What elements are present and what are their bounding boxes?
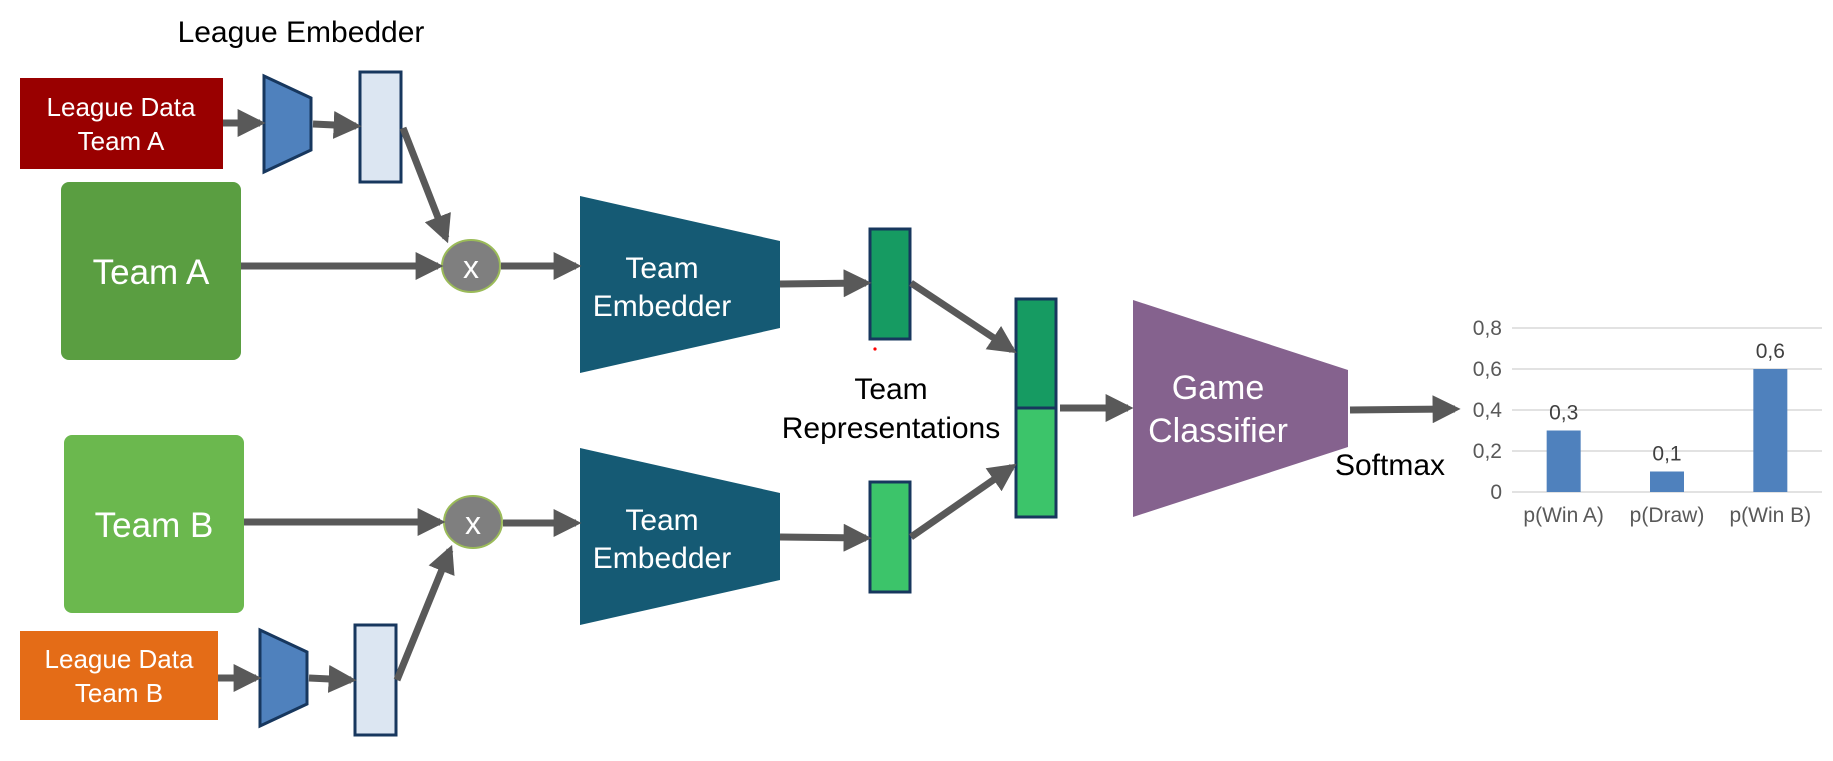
concatenated-representation	[1014, 297, 1058, 519]
arrows	[218, 109, 1461, 693]
league-embedding-vector-b	[353, 623, 398, 737]
chart-y-tick-label: 0,6	[1473, 358, 1502, 381]
league-data-team-a-box: League Data Team A	[20, 78, 223, 169]
game-classifier-trapezoid	[1133, 300, 1348, 517]
team-a-label: Team A	[93, 253, 210, 292]
league-data-team-a-line2: Team A	[78, 126, 165, 156]
team-embedder-a-trapezoid	[580, 196, 780, 373]
team-representations-line1: Team	[854, 373, 927, 406]
arrow-league-embedder-a-to-vector	[312, 110, 362, 139]
arrow-repr-a-to-concat	[909, 280, 1017, 354]
league-data-team-b-line2: Team B	[75, 678, 163, 708]
league-data-team-b-box: League Data Team B	[20, 631, 218, 720]
league-data-team-b-line1: League Data	[45, 644, 194, 674]
arrow-league-embedder-b-to-vector	[308, 664, 357, 693]
league-data-team-b-rect	[20, 631, 218, 720]
chart-bar	[1650, 471, 1684, 492]
team-embedder-a: Team Embedder	[580, 196, 780, 373]
red-dot-mark	[873, 347, 877, 351]
league-embedder-title: League Embedder	[178, 16, 425, 49]
league-embedding-vector-a	[358, 70, 403, 184]
arrow-embedder-b-to-repr	[779, 523, 872, 552]
team-b-label: Team B	[95, 506, 214, 545]
multiply-node-a: x	[441, 239, 501, 293]
multiply-a-symbol: x	[463, 249, 479, 285]
concat-bottom-half	[1014, 406, 1058, 519]
team-embedder-b-trapezoid	[580, 448, 780, 625]
team-b-rect	[64, 435, 244, 613]
team-representation-b	[868, 480, 912, 594]
chart-bar	[1753, 369, 1788, 492]
team-embedder-b: Team Embedder	[580, 448, 780, 625]
chart-y-tick-label: 0,8	[1473, 317, 1502, 340]
multiply-b-symbol: x	[465, 505, 481, 541]
arrow-embedder-a-to-repr	[779, 269, 872, 298]
chart-data-label: 0,1	[1652, 443, 1681, 466]
chart-y-tick-label: 0,4	[1473, 399, 1503, 422]
multiply-node-b: x	[443, 495, 503, 549]
game-classifier: Game Classifier	[1133, 300, 1348, 517]
league-embedder-b-trapezoid	[258, 627, 309, 729]
chart-y-tick-label: 0	[1490, 481, 1502, 504]
team-embedder-a-line2: Embedder	[593, 290, 731, 323]
arrow-vector-a-to-multiply	[399, 126, 451, 244]
arrow-vector-b-to-multiply	[393, 544, 455, 682]
arrow-classifier-to-output	[1349, 395, 1461, 424]
game-classifier-line1: Game	[1172, 369, 1265, 407]
team-b-box: Team B	[64, 435, 244, 613]
chart-data-label: 0,3	[1549, 402, 1578, 425]
league-embedder-a-trapezoid	[262, 73, 313, 175]
softmax-label: Softmax	[1335, 449, 1445, 482]
team-a-box: Team A	[61, 182, 241, 360]
chart-x-tick-label: p(Draw)	[1630, 504, 1705, 527]
team-representation-a	[868, 227, 912, 341]
chart-data-label: 0,6	[1756, 340, 1785, 363]
team-representations-line2: Representations	[782, 412, 1000, 445]
team-a-rect	[61, 182, 241, 360]
concat-top-half	[1014, 297, 1058, 410]
team-embedder-b-line2: Embedder	[593, 542, 731, 575]
league-data-team-a-line1: League Data	[47, 92, 196, 122]
chart-x-tick-label: p(Win B)	[1729, 504, 1811, 527]
league-data-team-a-rect	[20, 78, 223, 169]
output-probability-chart: 0 0,2 0,4 0,6 0,8 0,3 p(Win A) 0,1 p(Draw) 0,6 p(W…	[1473, 317, 1822, 527]
game-classifier-line2: Classifier	[1148, 412, 1288, 450]
chart-x-tick-label: p(Win A)	[1523, 504, 1604, 527]
team-embedder-a-line1: Team	[625, 252, 698, 285]
chart-y-tick-label: 0,2	[1473, 440, 1502, 463]
chart-bar	[1546, 430, 1581, 492]
arrow-repr-b-to-concat	[909, 463, 1017, 540]
team-embedder-b-line1: Team	[625, 504, 698, 537]
